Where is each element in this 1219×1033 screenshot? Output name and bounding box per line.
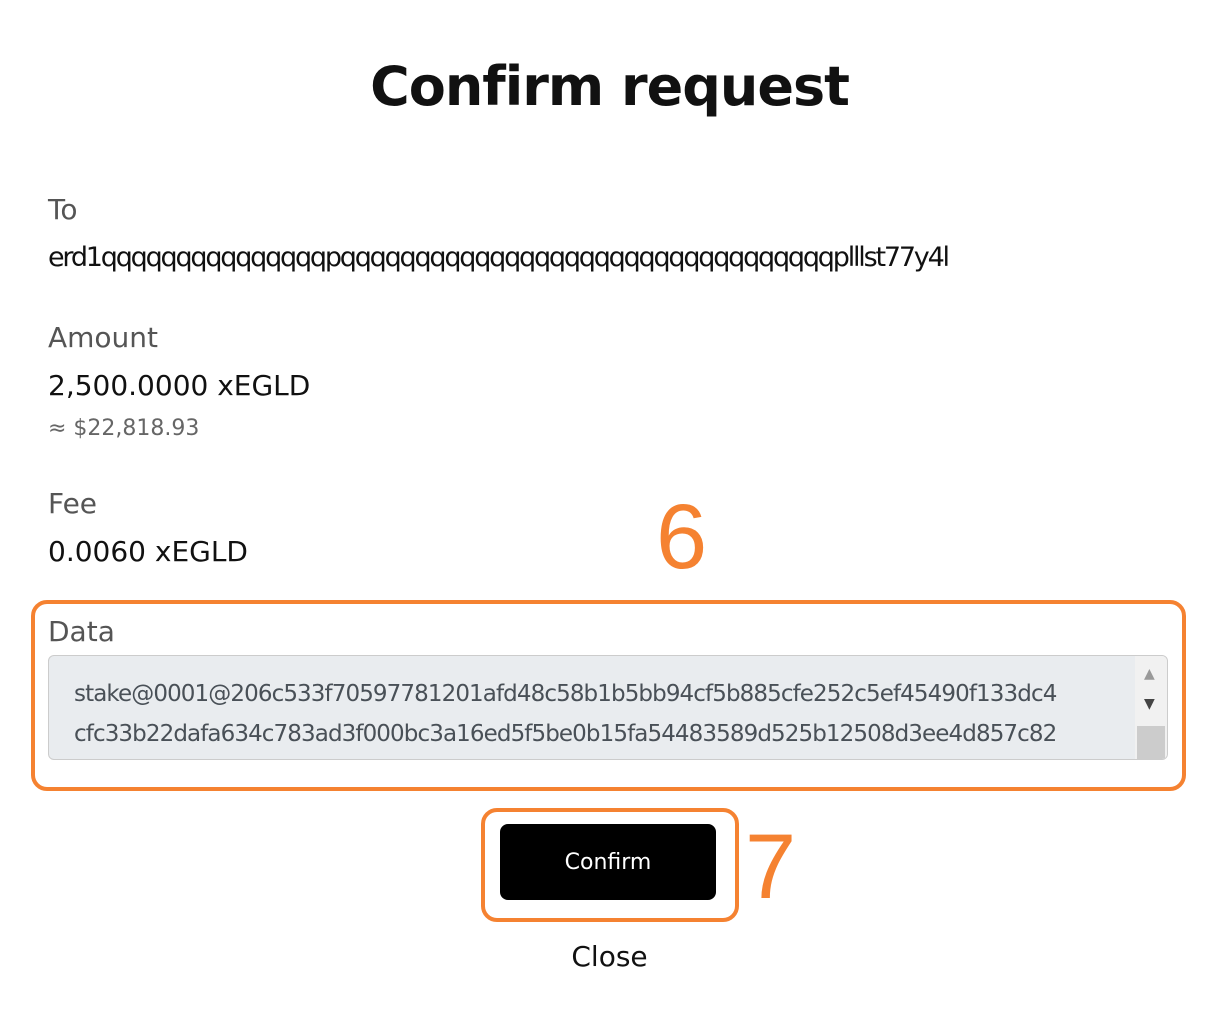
data-text: stake@0001@206c533f70597781201afd48c58b1… bbox=[74, 674, 1057, 754]
confirm-button[interactable]: Confirm bbox=[500, 824, 716, 900]
close-button[interactable]: Close bbox=[571, 940, 648, 973]
to-address: erd1qqqqqqqqqqqqqqqpqqqqqqqqqqqqqqqqqqqq… bbox=[48, 242, 950, 273]
annotation-6: 6 bbox=[656, 486, 708, 588]
scrollbar[interactable]: ▲ ▼ bbox=[1135, 656, 1167, 759]
annotation-7: 7 bbox=[745, 816, 797, 918]
amount-label: Amount bbox=[48, 321, 159, 354]
data-line: cfc33b22dafa634c783ad3f000bc3a16ed5f5be0… bbox=[74, 721, 1057, 747]
amount-usd: ≈ $22,818.93 bbox=[48, 416, 200, 441]
confirm-highlight bbox=[481, 808, 739, 922]
data-label: Data bbox=[48, 615, 115, 648]
scroll-up-icon[interactable]: ▲ bbox=[1144, 666, 1155, 682]
amount-value: 2,500.0000 xEGLD bbox=[48, 369, 311, 402]
data-line: stake@0001@206c533f70597781201afd48c58b1… bbox=[74, 681, 1057, 707]
scroll-down-icon[interactable]: ▼ bbox=[1144, 696, 1155, 712]
page-title: Confirm request bbox=[370, 55, 850, 118]
fee-value: 0.0060 xEGLD bbox=[48, 535, 248, 568]
fee-label: Fee bbox=[48, 487, 98, 520]
to-label: To bbox=[48, 193, 78, 226]
data-textarea[interactable]: stake@0001@206c533f70597781201afd48c58b1… bbox=[48, 655, 1168, 760]
resize-handle[interactable] bbox=[1137, 726, 1165, 759]
data-highlight bbox=[31, 600, 1186, 791]
